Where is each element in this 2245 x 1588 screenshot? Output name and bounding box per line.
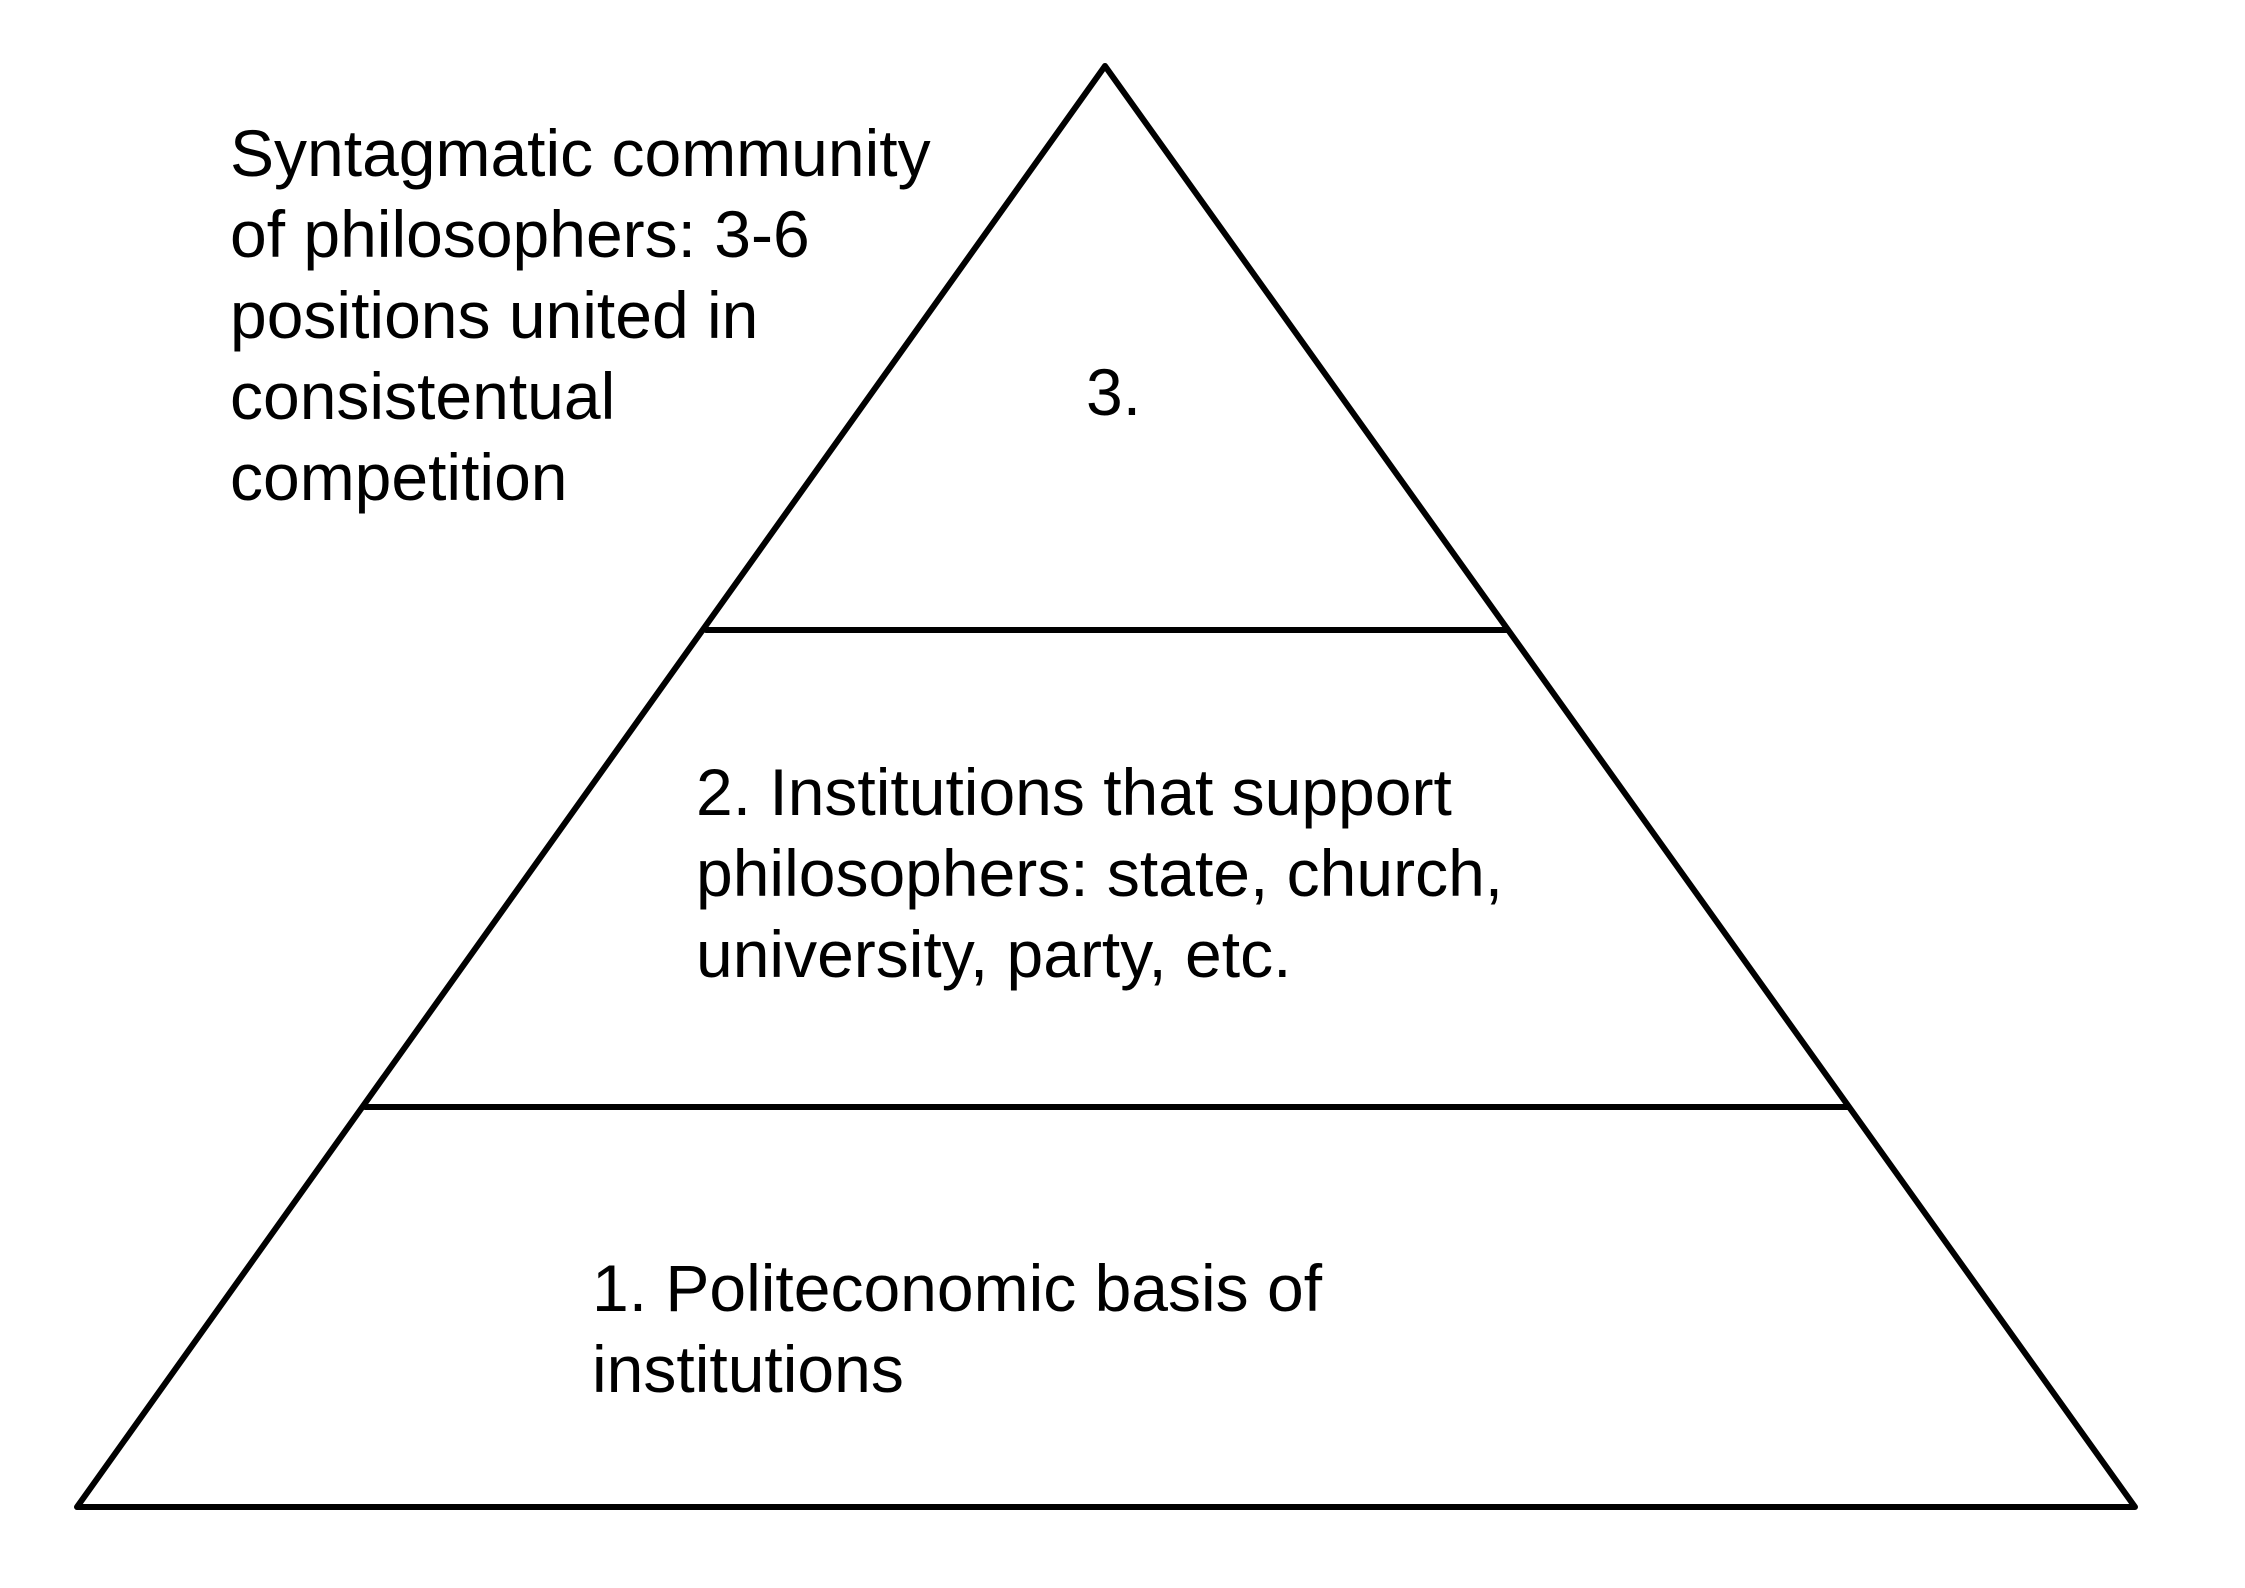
side-note-line: consistentual xyxy=(230,359,615,433)
level-1: 1. Politeconomic basis of institutions xyxy=(592,1251,1323,1406)
level-3: 3. xyxy=(1086,355,1141,429)
level-2-line: 2. Institutions that support xyxy=(696,755,1452,829)
level-1-line: 1. Politeconomic basis of xyxy=(592,1251,1323,1325)
level-2-line: philosophers: state, church, xyxy=(696,836,1503,910)
side-note-line: of philosophers: 3-6 xyxy=(230,197,810,271)
side-note-line: competition xyxy=(230,440,568,514)
level-2-line: university, party, etc. xyxy=(696,917,1291,991)
level-3-label: 3. xyxy=(1086,355,1141,429)
level-1-line: institutions xyxy=(592,1332,904,1406)
side-note-line: positions united in xyxy=(230,278,758,352)
level-2: 2. Institutions that support philosopher… xyxy=(696,755,1503,991)
pyramid-outline xyxy=(74,63,2138,1510)
side-note-line: Syntagmatic community xyxy=(230,116,931,190)
side-note: Syntagmatic community of philosophers: 3… xyxy=(230,116,931,514)
